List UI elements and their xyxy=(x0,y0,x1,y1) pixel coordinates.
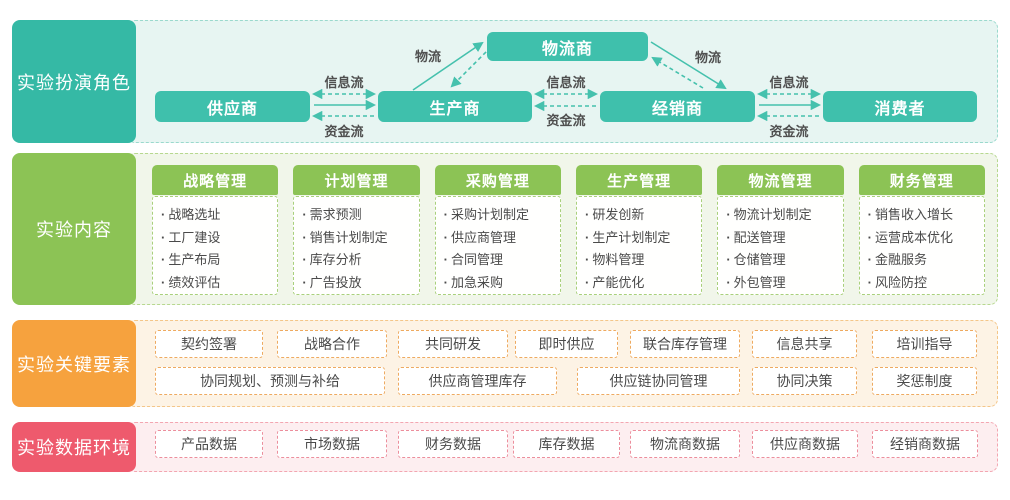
column-title: 战略管理 xyxy=(152,165,279,195)
column-body: 需求预测 销售计划制定 库存分析 广告投放 xyxy=(293,196,420,295)
list-item: 金融服务 xyxy=(868,249,978,272)
list-item: 战略选址 xyxy=(161,204,271,227)
key-element-chip: 奖惩制度 xyxy=(872,367,977,395)
list-item: 产能优化 xyxy=(585,272,695,295)
content-column-planning: 计划管理 需求预测 销售计划制定 库存分析 广告投放 xyxy=(293,165,420,295)
list-item: 配送管理 xyxy=(726,227,836,250)
content-columns: 战略管理 战略选址 工厂建设 生产布局 绩效评估 计划管理 需求预测 销售计划制… xyxy=(152,165,985,295)
money-flow-label-1: 资金流 xyxy=(324,124,364,139)
key-element-chip: 契约签署 xyxy=(155,330,263,358)
list-item: 运营成本优化 xyxy=(868,227,978,250)
info-flow-label-1: 信息流 xyxy=(324,75,364,90)
content-column-finance: 财务管理 销售收入增长 运营成本优化 金融服务 风险防控 xyxy=(858,165,985,295)
list-item: 生产布局 xyxy=(161,249,271,272)
list-item: 销售计划制定 xyxy=(302,227,412,250)
content-column-procurement: 采购管理 采购计划制定 供应商管理 合同管理 加急采购 xyxy=(434,165,561,295)
info-flow-label-3: 信息流 xyxy=(769,75,809,90)
list-item: 物料管理 xyxy=(585,249,695,272)
column-title: 财务管理 xyxy=(858,165,985,195)
list-item: 研发创新 xyxy=(585,204,695,227)
column-body: 采购计划制定 供应商管理 合同管理 加急采购 xyxy=(434,196,561,295)
key-element-chip: 共同研发 xyxy=(398,330,508,358)
data-env-chip: 库存数据 xyxy=(513,430,620,458)
column-body: 物流计划制定 配送管理 仓储管理 外包管理 xyxy=(717,196,844,295)
data-env-chip: 经销商数据 xyxy=(872,430,978,458)
column-body: 战略选址 工厂建设 生产布局 绩效评估 xyxy=(152,196,279,295)
node-distributor: 经销商 xyxy=(600,91,755,122)
goods-flow-label-right: 物流 xyxy=(694,50,721,65)
content-section-label: 实验内容 xyxy=(12,153,136,305)
content-column-logistics: 物流管理 物流计划制定 配送管理 仓储管理 外包管理 xyxy=(717,165,844,295)
key-element-chip: 联合库存管理 xyxy=(630,330,740,358)
key-element-chip: 即时供应 xyxy=(515,330,618,358)
list-item: 加急采购 xyxy=(444,272,554,295)
list-item: 外包管理 xyxy=(726,272,836,295)
info-flow-label-2: 信息流 xyxy=(546,75,586,90)
list-item: 采购计划制定 xyxy=(444,204,554,227)
list-item: 绩效评估 xyxy=(161,272,271,295)
content-column-production: 生产管理 研发创新 生产计划制定 物料管理 产能优化 xyxy=(575,165,703,295)
data-env-chip: 供应商数据 xyxy=(752,430,858,458)
list-item: 供应商管理 xyxy=(444,227,554,250)
data-env-chip: 市场数据 xyxy=(277,430,387,458)
list-item: 销售收入增长 xyxy=(868,204,978,227)
column-title: 采购管理 xyxy=(434,165,561,195)
key-element-chip: 协同规划、预测与补给 xyxy=(155,367,385,395)
node-consumer: 消费者 xyxy=(823,91,977,122)
list-item: 需求预测 xyxy=(302,204,412,227)
list-item: 仓储管理 xyxy=(726,249,836,272)
money-flow-label-2: 资金流 xyxy=(546,113,586,128)
key-element-chip: 战略合作 xyxy=(277,330,387,358)
list-item: 物流计划制定 xyxy=(726,204,836,227)
column-title: 生产管理 xyxy=(575,165,703,195)
column-body: 研发创新 生产计划制定 物料管理 产能优化 xyxy=(575,196,703,295)
data-env-chip: 财务数据 xyxy=(398,430,508,458)
key-element-chip: 供应链协同管理 xyxy=(577,367,740,395)
node-logistics-provider: 物流商 xyxy=(487,32,648,61)
data-env-chip: 产品数据 xyxy=(155,430,263,458)
content-column-strategy: 战略管理 战略选址 工厂建设 生产布局 绩效评估 xyxy=(152,165,279,295)
list-item: 合同管理 xyxy=(444,249,554,272)
node-producer: 生产商 xyxy=(378,91,532,122)
data-env-chip: 物流商数据 xyxy=(630,430,740,458)
key-elements-section-label: 实验关键要素 xyxy=(12,320,136,407)
key-element-chip: 协同决策 xyxy=(752,367,857,395)
roles-section-label: 实验扮演角色 xyxy=(12,20,136,143)
list-item: 生产计划制定 xyxy=(585,227,695,250)
list-item: 风险防控 xyxy=(868,272,978,295)
key-element-chip: 培训指导 xyxy=(872,330,977,358)
column-title: 物流管理 xyxy=(717,165,844,195)
column-body: 销售收入增长 运营成本优化 金融服务 风险防控 xyxy=(858,196,985,295)
column-title: 计划管理 xyxy=(293,165,420,195)
money-flow-label-3: 资金流 xyxy=(769,124,809,139)
key-element-chip: 信息共享 xyxy=(752,330,857,358)
data-env-section-label: 实验数据环境 xyxy=(12,422,136,472)
node-supplier: 供应商 xyxy=(155,91,310,122)
goods-flow-label-left: 物流 xyxy=(414,49,441,64)
list-item: 工厂建设 xyxy=(161,227,271,250)
key-element-chip: 供应商管理库存 xyxy=(398,367,557,395)
list-item: 广告投放 xyxy=(302,272,412,295)
list-item: 库存分析 xyxy=(302,249,412,272)
